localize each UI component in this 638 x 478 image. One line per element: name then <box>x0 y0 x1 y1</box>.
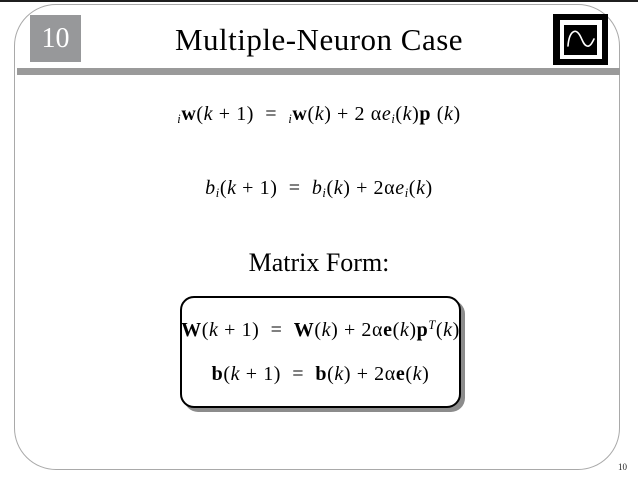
slide-title: Multiple-Neuron Case <box>174 22 464 57</box>
top-edge-line <box>0 0 638 2</box>
matrix-form-label: Matrix Form: <box>248 248 390 277</box>
matrix-form-box: W(k + 1) = W(k) + 2αe(k)pT(k) b(k + 1) =… <box>180 296 461 408</box>
page-number: 10 <box>618 462 627 472</box>
header-divider-bar <box>17 68 620 75</box>
matrix-bias-update-equation: b(k + 1) = b(k) + 2αe(k) <box>211 362 430 385</box>
sine-curve-icon <box>567 30 595 47</box>
logo-white-ring <box>559 20 602 59</box>
matrix-weight-update-equation: W(k + 1) = W(k) + 2αe(k)pT(k) <box>181 318 460 342</box>
weight-update-equation: iw(k + 1) = iw(k) + 2 αei(k)p (k) <box>177 103 461 127</box>
slide-number-badge: 10 <box>30 15 81 62</box>
sine-wave-logo-icon <box>553 14 608 65</box>
bias-update-equation: bi(k + 1) = bi(k) + 2αei(k) <box>205 177 433 201</box>
logo-inner-square <box>564 24 597 55</box>
slide-rounded-border <box>14 4 620 470</box>
